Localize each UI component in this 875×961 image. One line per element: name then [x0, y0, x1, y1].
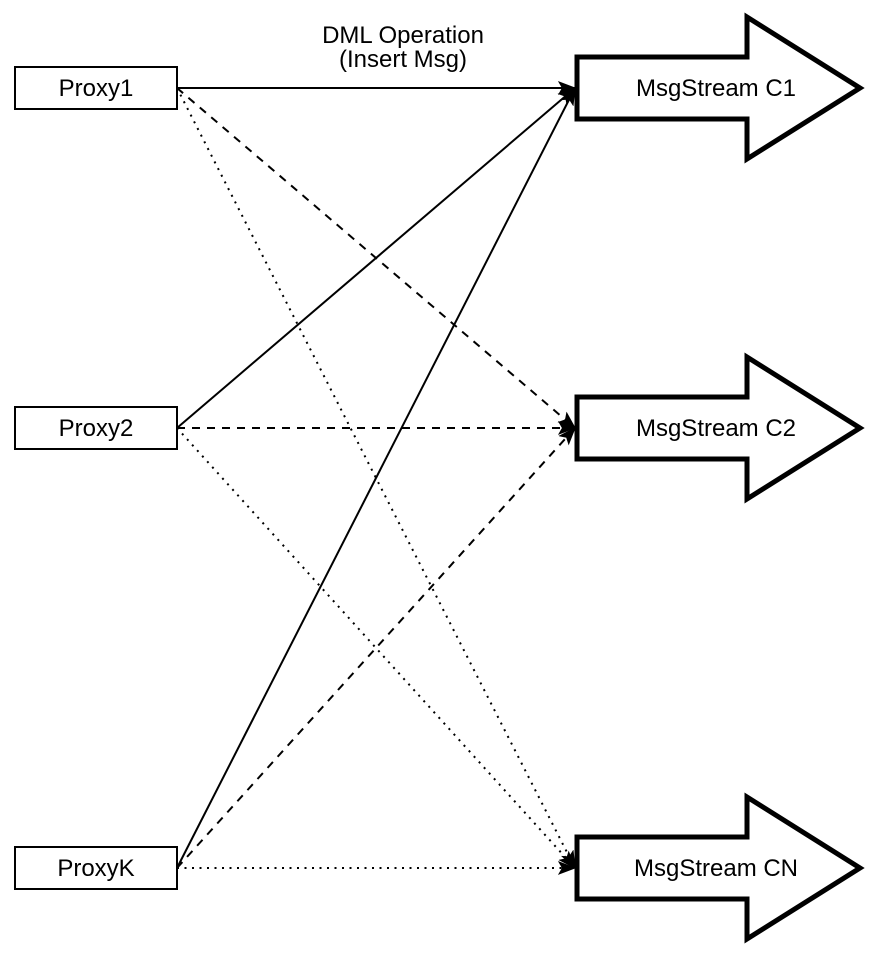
edge-proxy2-msgstream-c1	[176, 88, 575, 429]
msgstream-c1-label: MsgStream C1	[636, 75, 796, 102]
diagram-title-line1: DML Operation	[322, 22, 484, 49]
node-proxy2: Proxy2	[14, 406, 178, 450]
msgstream-c1-arrow-shape	[574, 12, 865, 164]
proxy2-box	[14, 406, 178, 450]
proxyk-box	[14, 846, 178, 890]
proxy1-box	[14, 66, 178, 110]
proxyk-label: ProxyK	[57, 855, 134, 882]
msgstream-c2-arrow-shape	[574, 352, 865, 504]
msgstream-cn-arrow-shape	[574, 792, 865, 944]
edge-proxy2-msgstream-cn	[176, 427, 575, 868]
msgstream-c2-label: MsgStream C2	[636, 415, 796, 442]
diagram-title: DML Operation (Insert Msg)	[322, 22, 484, 73]
node-msgstream-c2: MsgStream C2	[574, 352, 865, 504]
proxy2-label: Proxy2	[59, 415, 134, 442]
node-msgstream-c1: MsgStream C1	[574, 12, 865, 164]
proxy1-label: Proxy1	[59, 75, 134, 102]
edges	[176, 88, 576, 869]
diagram-title-line2: (Insert Msg)	[339, 46, 467, 73]
node-msgstream-cn: MsgStream CN	[574, 792, 865, 944]
edge-proxyk-msgstream-c1	[176, 88, 576, 869]
node-proxyk: ProxyK	[14, 846, 178, 890]
msgstream-cn-label: MsgStream CN	[634, 855, 798, 882]
node-proxy1: Proxy1	[14, 66, 178, 110]
